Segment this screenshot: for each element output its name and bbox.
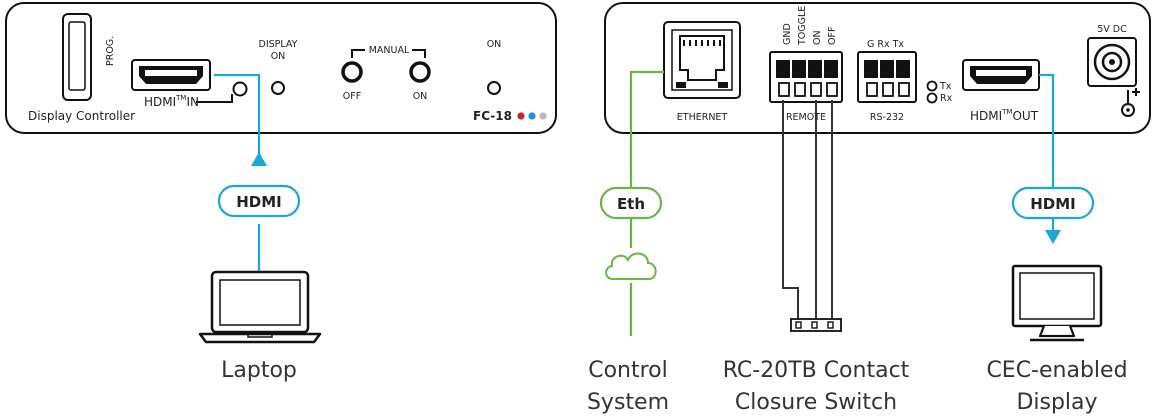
model-label: FC-18 [473,109,512,123]
monitor-icon [1011,264,1103,342]
on-label: ON [487,39,502,50]
tx-led [926,80,938,92]
display-on-line2: ON [271,51,286,62]
manual-on-button[interactable] [409,61,431,83]
eth-pill: Eth [599,186,663,220]
hdmi-in-bracket [196,94,233,103]
remote-pin-gnd: GND [782,23,793,45]
hdmi-in-label: HDMITMIN [144,94,199,109]
rs232-terminal-block [857,51,917,103]
polarity-icon [1121,88,1140,117]
prog-label: PROG. [105,36,116,66]
hdmi-in-port [131,59,211,91]
brand-dot-gray [539,112,547,120]
cloud-icon [605,252,657,280]
rs232-label: RS-232 [870,112,904,123]
rs232-pins-label: G Rx Tx [867,39,904,50]
rx-label: Rx [940,93,953,104]
display-on-line1: DISPLAY [259,39,298,50]
power-jack [1087,37,1137,87]
remote-pin-on: ON [812,30,823,45]
hdmi-pill-right: HDMI [1011,186,1095,220]
contact-switch-caption-line1: RC-20TB Contact [723,358,910,383]
remote-label: REMOTE [786,112,826,123]
svg-text:Eth: Eth [617,195,645,213]
contact-switch-connector [790,318,842,332]
display-controller-label: Display Controller [28,109,135,123]
laptop-caption: Laptop [221,358,297,383]
fc18-rear-panel: ETHERNET GND TOGGLE ON OFF REMOTE G Rx T… [604,2,1151,134]
svg-text:HDMI: HDMI [1030,195,1076,213]
svg-text:HDMI: HDMI [236,193,282,211]
laptop-icon [198,270,322,344]
brand-dot-blue [528,112,536,120]
hdmi-cable-left [214,73,267,272]
remote-pin-toggle: TOGGLE [797,6,808,46]
manual-off-label: OFF [343,91,361,102]
remote-terminal-block [769,51,843,103]
remote-pin-off: OFF [827,27,838,45]
manual-off-button[interactable] [341,61,363,83]
contact-closure-wires [782,100,833,320]
brand-dot-red [517,112,525,120]
display-caption-line2: Display [1016,390,1097,415]
manual-bracket [351,49,426,58]
rx-led [926,92,938,104]
contact-switch-caption-line2: Closure Switch [735,390,897,415]
manual-label: MANUAL [369,45,410,56]
usb-prog-port [62,13,92,101]
control-system-caption-line2: System [587,390,669,415]
manual-on-label: ON [413,91,428,102]
display-caption-line1: CEC-enabled [986,358,1127,383]
left-panel-body [5,2,557,134]
power-label: 5V DC [1097,24,1127,35]
fc18-front-panel: PROG. HDMITMIN Display Controller DISPLA… [5,2,557,134]
hdmi-pill-left: HDMI [217,184,301,218]
tx-label: Tx [939,81,952,92]
hdmi-cable-right [1039,73,1061,244]
ethernet-cable [629,70,664,336]
on-led [487,81,501,95]
ethernet-port [663,21,741,99]
display-on-led [271,81,285,95]
hdmi-out-label: HDMITMOUT [970,108,1039,123]
hdmi-led [232,81,248,97]
control-system-caption-line1: Control [588,358,668,383]
ethernet-label: ETHERNET [677,112,728,123]
